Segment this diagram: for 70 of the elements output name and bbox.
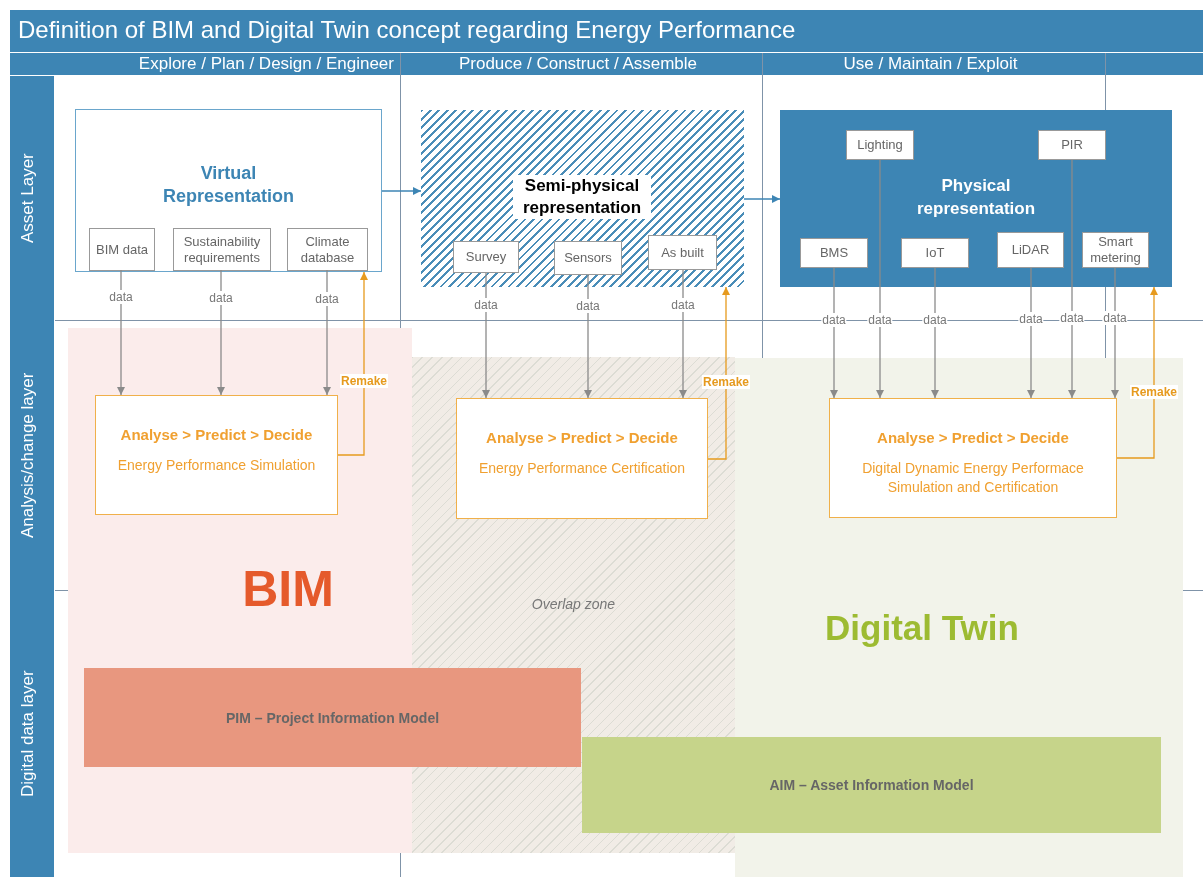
hatched-representation-box bbox=[421, 110, 744, 287]
analysis-heading: Analyse > Predict > Decide bbox=[876, 429, 1070, 446]
source-box: BIM data bbox=[89, 228, 155, 271]
edge-label: data bbox=[1102, 311, 1128, 325]
analysis-description: Energy Performance Simulation bbox=[116, 456, 317, 475]
source-box: LiDAR bbox=[997, 232, 1064, 268]
arrow bbox=[1111, 267, 1119, 399]
source-box: Smart metering bbox=[1082, 232, 1149, 268]
arrow bbox=[1027, 267, 1035, 399]
model-bar: AIM – Asset Information Model bbox=[582, 737, 1161, 833]
row-header: Digital data layer bbox=[18, 669, 38, 800]
source-box: Survey bbox=[453, 241, 519, 273]
analysis-heading: Analyse > Predict > Decide bbox=[485, 429, 679, 446]
analysis-heading: Analyse > Predict > Decide bbox=[119, 426, 314, 443]
analysis-box bbox=[829, 398, 1117, 518]
arrow bbox=[217, 269, 225, 396]
edge-label: data bbox=[670, 298, 696, 312]
column-header: Produce / Construct / Assemble bbox=[457, 54, 699, 74]
box-title: Virtual Representation bbox=[162, 162, 295, 207]
source-box: Sensors bbox=[554, 241, 622, 275]
column-header: Use / Maintain / Exploit bbox=[842, 54, 1019, 74]
edge-label: data bbox=[1059, 311, 1085, 325]
edge-label: data bbox=[821, 313, 847, 327]
arrow bbox=[1116, 286, 1158, 459]
edge-label: Remake bbox=[1130, 385, 1178, 399]
arrow bbox=[876, 159, 884, 399]
source-box: Sustainability requirements bbox=[173, 228, 271, 271]
representation-box bbox=[780, 110, 1172, 287]
column-header: Explore / Plan / Design / Engineer bbox=[137, 54, 395, 74]
analysis-description: Digital Dynamic Energy Performace Simulation and Certification bbox=[861, 459, 1085, 497]
edge-label: data bbox=[314, 292, 340, 306]
edge-label: data bbox=[575, 299, 601, 313]
edge-label: data bbox=[208, 291, 234, 305]
edge-label: data bbox=[108, 290, 134, 304]
edge-label: Remake bbox=[340, 374, 388, 388]
edge-label: data bbox=[473, 298, 499, 312]
title-bar: Definition of BIM and Digital Twin concept regarding Energy Performance bbox=[10, 10, 1203, 52]
arrow bbox=[707, 286, 730, 460]
box-title: Semi-physical representation bbox=[513, 175, 651, 220]
source-box: PIR bbox=[1038, 130, 1106, 160]
row-header: Analysis/change layer bbox=[18, 371, 38, 541]
edge-label: data bbox=[922, 313, 948, 327]
edge-label: Remake bbox=[702, 375, 750, 389]
source-box: Climate database bbox=[287, 228, 368, 271]
analysis-description: Energy Performance Certification bbox=[477, 459, 687, 478]
edge-label: data bbox=[1018, 312, 1044, 326]
analysis-box bbox=[95, 395, 338, 515]
source-box: Lighting bbox=[846, 130, 914, 160]
zone-title: Digital Twin bbox=[824, 608, 1020, 648]
arrow bbox=[830, 267, 838, 399]
arrow bbox=[117, 269, 125, 396]
zone-title: BIM bbox=[241, 560, 335, 618]
arrow bbox=[584, 274, 592, 399]
source-box: As built bbox=[648, 235, 717, 270]
arrow bbox=[1068, 159, 1076, 399]
arrow bbox=[323, 269, 331, 396]
analysis-box bbox=[456, 398, 708, 519]
row-header: Asset Layer bbox=[18, 152, 38, 245]
source-box: IoT bbox=[901, 238, 969, 268]
representation-box bbox=[75, 109, 382, 272]
arrow bbox=[743, 195, 781, 203]
arrow bbox=[337, 271, 368, 456]
source-box: BMS bbox=[800, 238, 868, 268]
edge-label: data bbox=[867, 313, 893, 327]
model-bar: PIM – Project Information Model bbox=[84, 668, 581, 767]
zone-title: Overlap zone bbox=[530, 596, 617, 612]
arrow bbox=[482, 272, 490, 399]
arrow bbox=[931, 267, 939, 399]
box-title: Physical representation bbox=[915, 175, 1037, 220]
arrow bbox=[381, 187, 422, 195]
